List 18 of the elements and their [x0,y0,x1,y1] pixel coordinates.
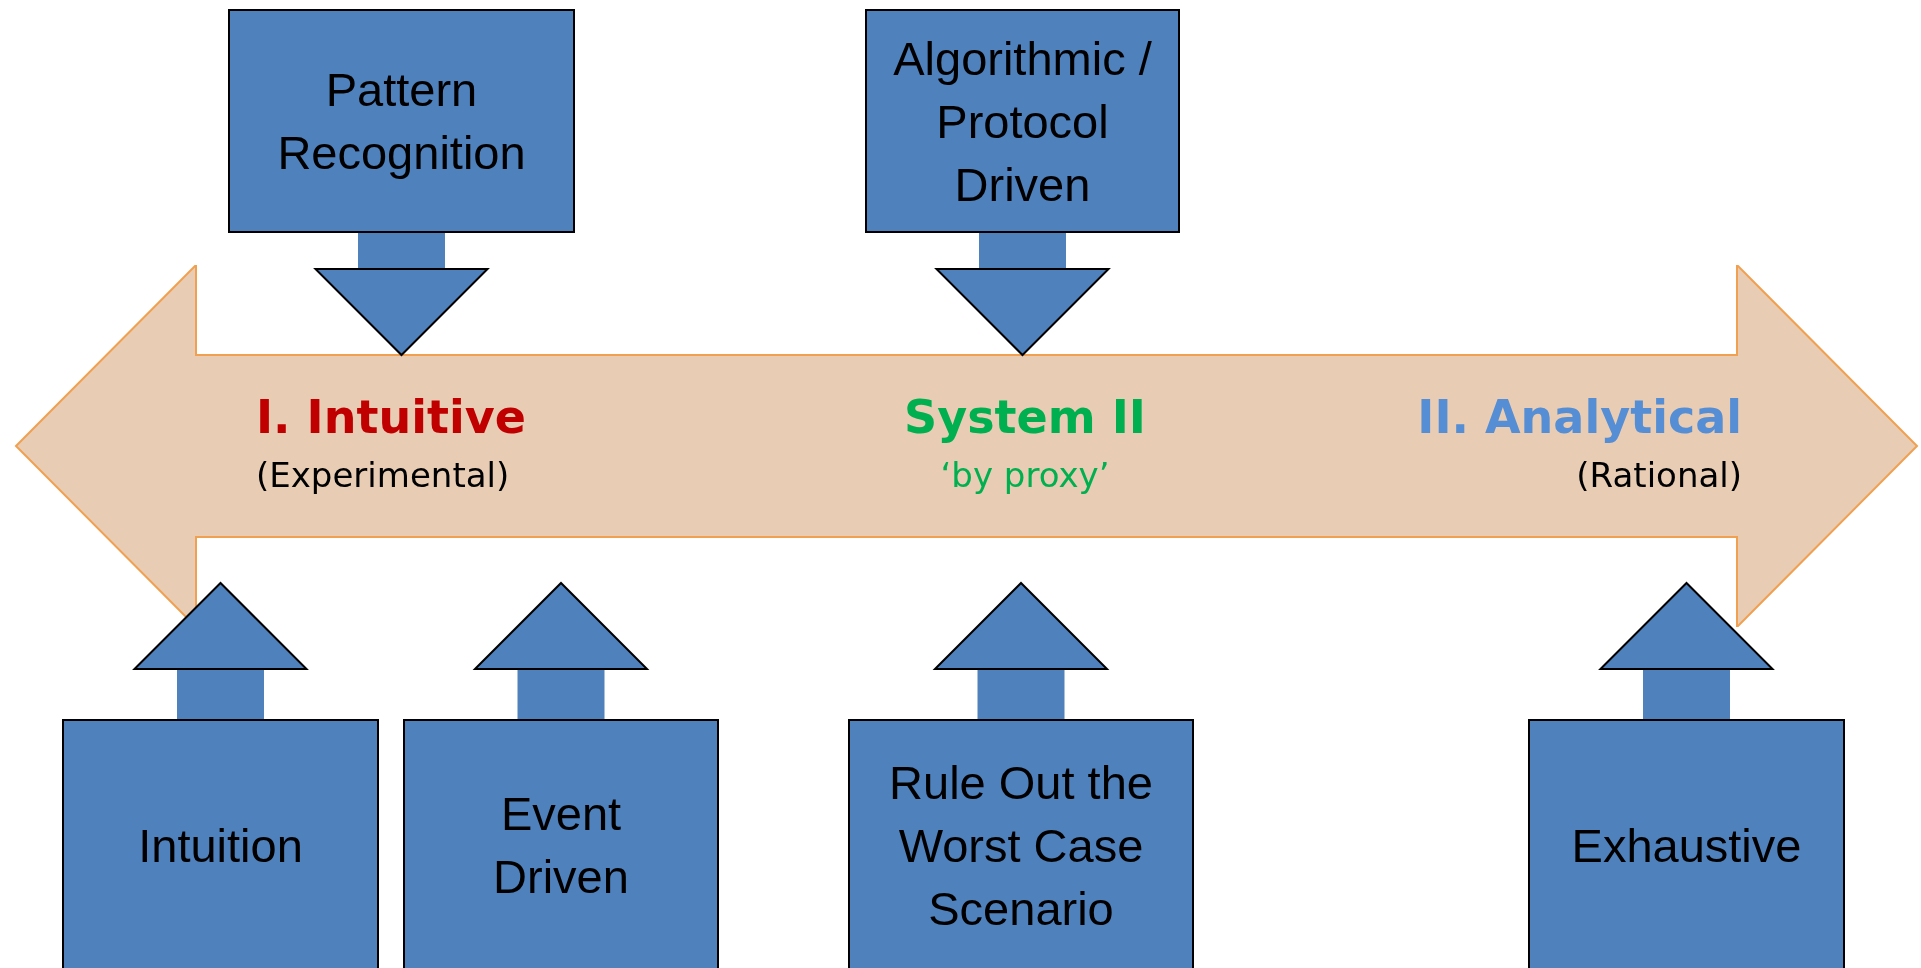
block-arrow [1599,582,1774,719]
callout-box: Intuition [62,719,379,968]
callout-box: Rule Out the Worst Case Scenario [848,719,1194,968]
block-arrow [935,233,1110,356]
block-arrow [934,582,1108,719]
scale-subtitle: ‘by proxy’ [939,455,1111,495]
scale-heading: II. Analytical [1417,390,1742,444]
callout-box: Event Driven [403,719,719,968]
scale-heading: I. Intuitive [256,390,526,444]
scale-subtitle: (Experimental) [256,455,510,495]
scale-subtitle: (Rational) [1576,455,1742,495]
block-arrow [314,233,489,356]
scale-heading: System II [903,390,1147,444]
block-arrow [133,582,308,719]
callout-box: Pattern Recognition [228,9,575,233]
callout-box: Exhaustive [1528,719,1845,968]
callout-box: Algorithmic / Protocol Driven [865,9,1180,233]
block-arrow [474,582,648,719]
